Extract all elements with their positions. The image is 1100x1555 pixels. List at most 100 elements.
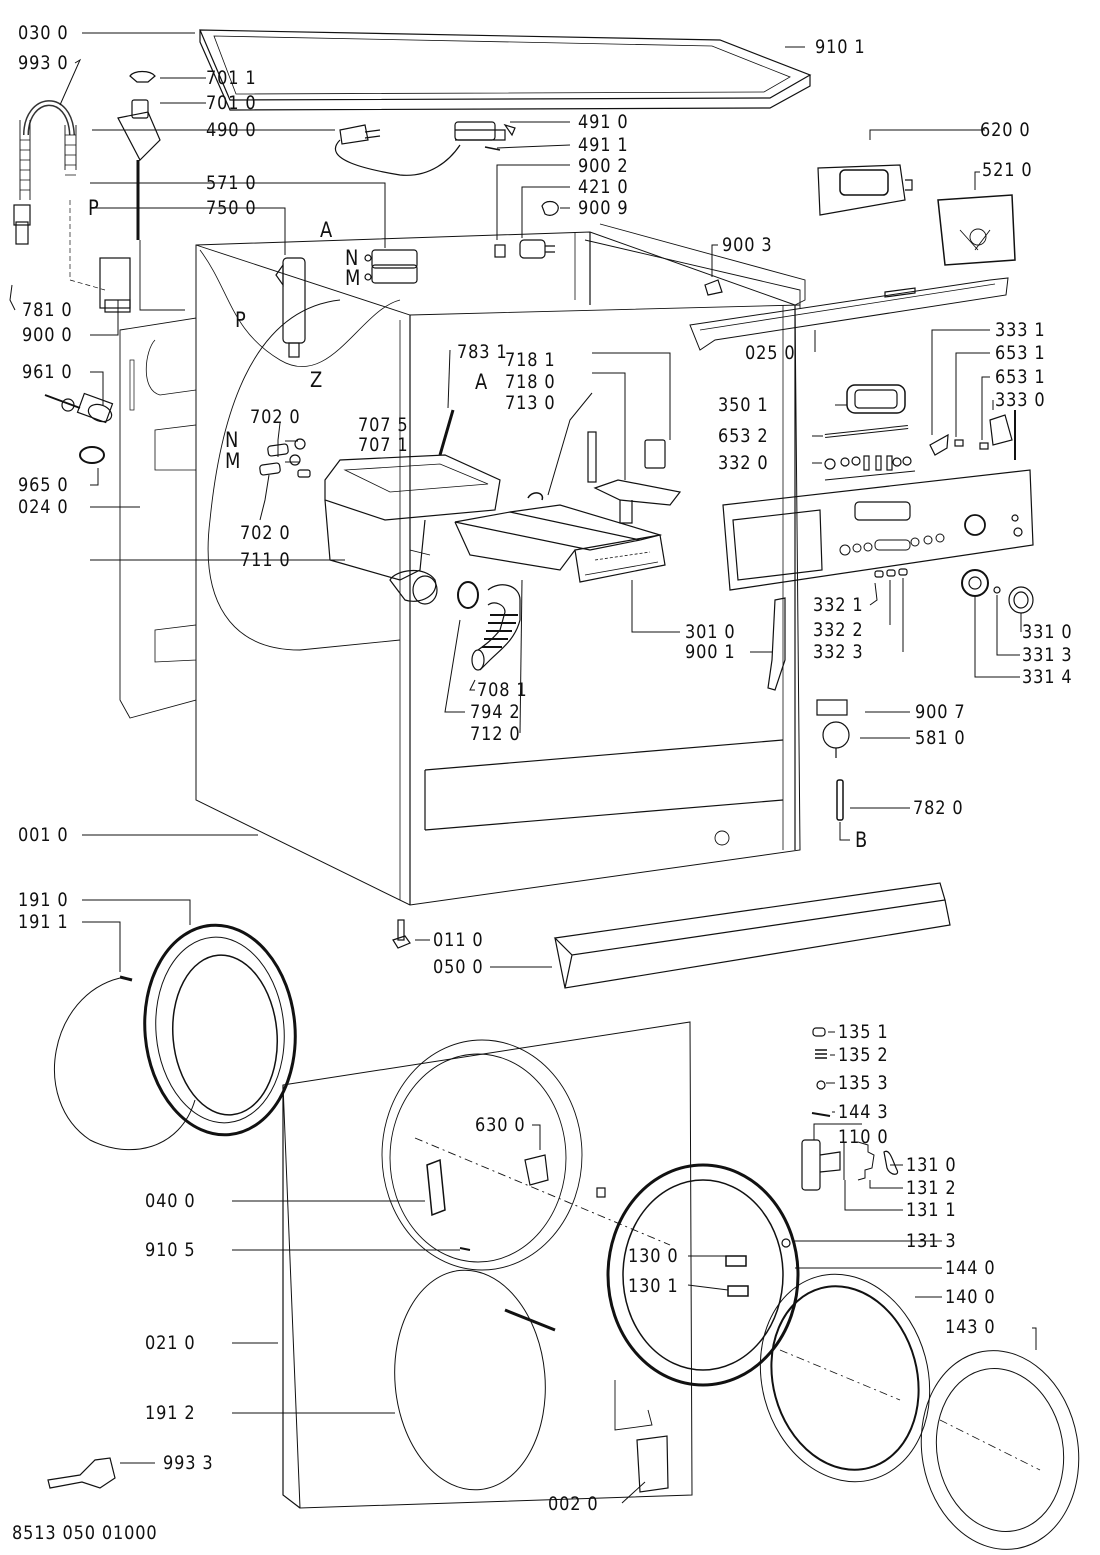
part-label-581-0: 581 0 — [915, 727, 966, 749]
part-label-711-0: 711 0 — [240, 549, 291, 571]
part-label-620-0: 620 0 — [980, 119, 1031, 141]
ref-label-a-top: A — [320, 218, 334, 242]
hinge-part — [767, 597, 786, 691]
part-label-702-0-top: 702 0 — [250, 406, 301, 428]
door-inner-frame-part — [606, 1163, 800, 1387]
part-label-131-1: 131 1 — [906, 1199, 957, 1221]
interference-filter-part — [99, 257, 131, 313]
door-glass-part — [759, 1273, 931, 1483]
part-label-653-2: 653 2 — [718, 425, 769, 447]
part-label-301-0: 301 0 — [685, 621, 736, 643]
drawer-siphon-part — [587, 431, 682, 524]
ref-label-n-valve: N — [345, 246, 360, 270]
part-label-332-0: 332 0 — [718, 452, 769, 474]
part-label-331-3: 331 3 — [1022, 644, 1073, 666]
part-label-782-0: 782 0 — [913, 797, 964, 819]
part-label-491-0: 491 0 — [578, 111, 629, 133]
part-label-002-0: 002 0 — [548, 1493, 599, 1515]
part-label-040-0: 040 0 — [145, 1190, 196, 1212]
small-electrical-parts — [494, 200, 559, 259]
part-label-143-0: 143 0 — [945, 1316, 996, 1338]
ref-label-n-hose: N — [225, 428, 240, 452]
part-label-712-0: 712 0 — [470, 723, 521, 745]
part-label-332-1: 332 1 — [813, 594, 864, 616]
part-label-024-0: 024 0 — [18, 496, 69, 518]
pressure-switch-part — [816, 699, 850, 758]
diagram-footer-code: 8513 050 01000 — [12, 1522, 158, 1544]
part-label-521-0: 521 0 — [982, 159, 1033, 181]
ref-label-p-hose: P — [88, 196, 100, 220]
hose-connectors-part — [259, 438, 311, 478]
mains-cable-part — [334, 124, 461, 176]
part-label-191-0: 191 0 — [18, 889, 69, 911]
suppressor-part — [454, 121, 516, 151]
door-outer-frame-part — [920, 1350, 1080, 1550]
counterweight-part — [44, 392, 114, 424]
part-label-910-1: 910 1 — [815, 36, 866, 58]
sump-hose-part — [457, 581, 521, 671]
cabinet-body-part — [195, 223, 806, 906]
part-label-707-5: 707 5 — [358, 414, 409, 436]
service-flap-part — [636, 1435, 669, 1493]
part-label-965-0: 965 0 — [18, 474, 69, 496]
part-label-900-0: 900 0 — [22, 324, 73, 346]
part-label-144-0: 144 0 — [945, 1257, 996, 1279]
part-label-025-0: 025 0 — [745, 342, 796, 364]
door-gasket-part — [143, 923, 297, 1137]
drain-hose-part — [13, 100, 106, 291]
part-label-331-0: 331 0 — [1022, 621, 1073, 643]
part-label-993-3: 993 3 — [163, 1452, 214, 1474]
spring-part — [527, 492, 544, 501]
part-label-961-0: 961 0 — [22, 361, 73, 383]
screw-part — [459, 1247, 471, 1251]
part-label-331-4: 331 4 — [1022, 666, 1073, 688]
part-label-571-0: 571 0 — [206, 172, 257, 194]
part-label-333-0: 333 0 — [995, 389, 1046, 411]
part-label-332-3: 332 3 — [813, 641, 864, 663]
part-label-135-2: 135 2 — [838, 1044, 889, 1066]
part-label-713-0: 713 0 — [505, 392, 556, 414]
inlet-hose-part — [117, 70, 185, 311]
part-label-421-0: 421 0 — [578, 176, 629, 198]
part-label-491-1: 491 1 — [578, 134, 629, 156]
part-label-653-1-a: 653 1 — [995, 342, 1046, 364]
clip-part — [704, 279, 723, 296]
part-label-630-0: 630 0 — [475, 1114, 526, 1136]
ref-label-p-aquastop: P — [235, 308, 247, 332]
ref-label-m-valve: M — [345, 266, 362, 290]
tool-part — [47, 1457, 116, 1489]
control-module-part — [937, 194, 1016, 266]
part-label-900-1: 900 1 — [685, 641, 736, 663]
part-label-131-0: 131 0 — [906, 1154, 957, 1176]
part-label-130-0: 130 0 — [628, 1245, 679, 1267]
rod-part — [438, 409, 455, 456]
part-label-135-3: 135 3 — [838, 1072, 889, 1094]
part-label-702-0-bottom: 702 0 — [240, 522, 291, 544]
part-label-135-1: 135 1 — [838, 1021, 889, 1043]
control-panel-parts — [824, 384, 916, 481]
part-label-350-1: 350 1 — [718, 394, 769, 416]
part-label-701-0: 701 0 — [206, 92, 257, 114]
dispenser-housing-part — [324, 454, 501, 605]
ref-label-b: B — [855, 828, 869, 852]
part-label-783-1: 783 1 — [457, 341, 508, 363]
detergent-drawer-part — [454, 504, 666, 583]
part-label-130-1: 130 1 — [628, 1275, 679, 1297]
part-label-030-0: 030 0 — [18, 22, 69, 44]
part-label-900-3: 900 3 — [722, 234, 773, 256]
part-label-140-0: 140 0 — [945, 1286, 996, 1308]
back-panel-part — [119, 317, 197, 719]
part-label-910-5: 910 5 — [145, 1239, 196, 1261]
part-label-490-0: 490 0 — [206, 119, 257, 141]
ref-label-z: Z — [310, 368, 324, 392]
door-handle-part — [801, 1139, 899, 1191]
part-label-110-0-visible: 110 0 — [838, 1126, 889, 1148]
plinth-part — [553, 882, 951, 989]
front-panel-part — [282, 1021, 693, 1509]
part-label-718-1: 718 1 — [505, 349, 556, 371]
part-label-011-0: 011 0 — [433, 929, 484, 951]
part-label-001-0: 001 0 — [18, 824, 69, 846]
part-label-708-1: 708 1 — [477, 679, 528, 701]
part-label-718-0: 718 0 — [505, 371, 556, 393]
